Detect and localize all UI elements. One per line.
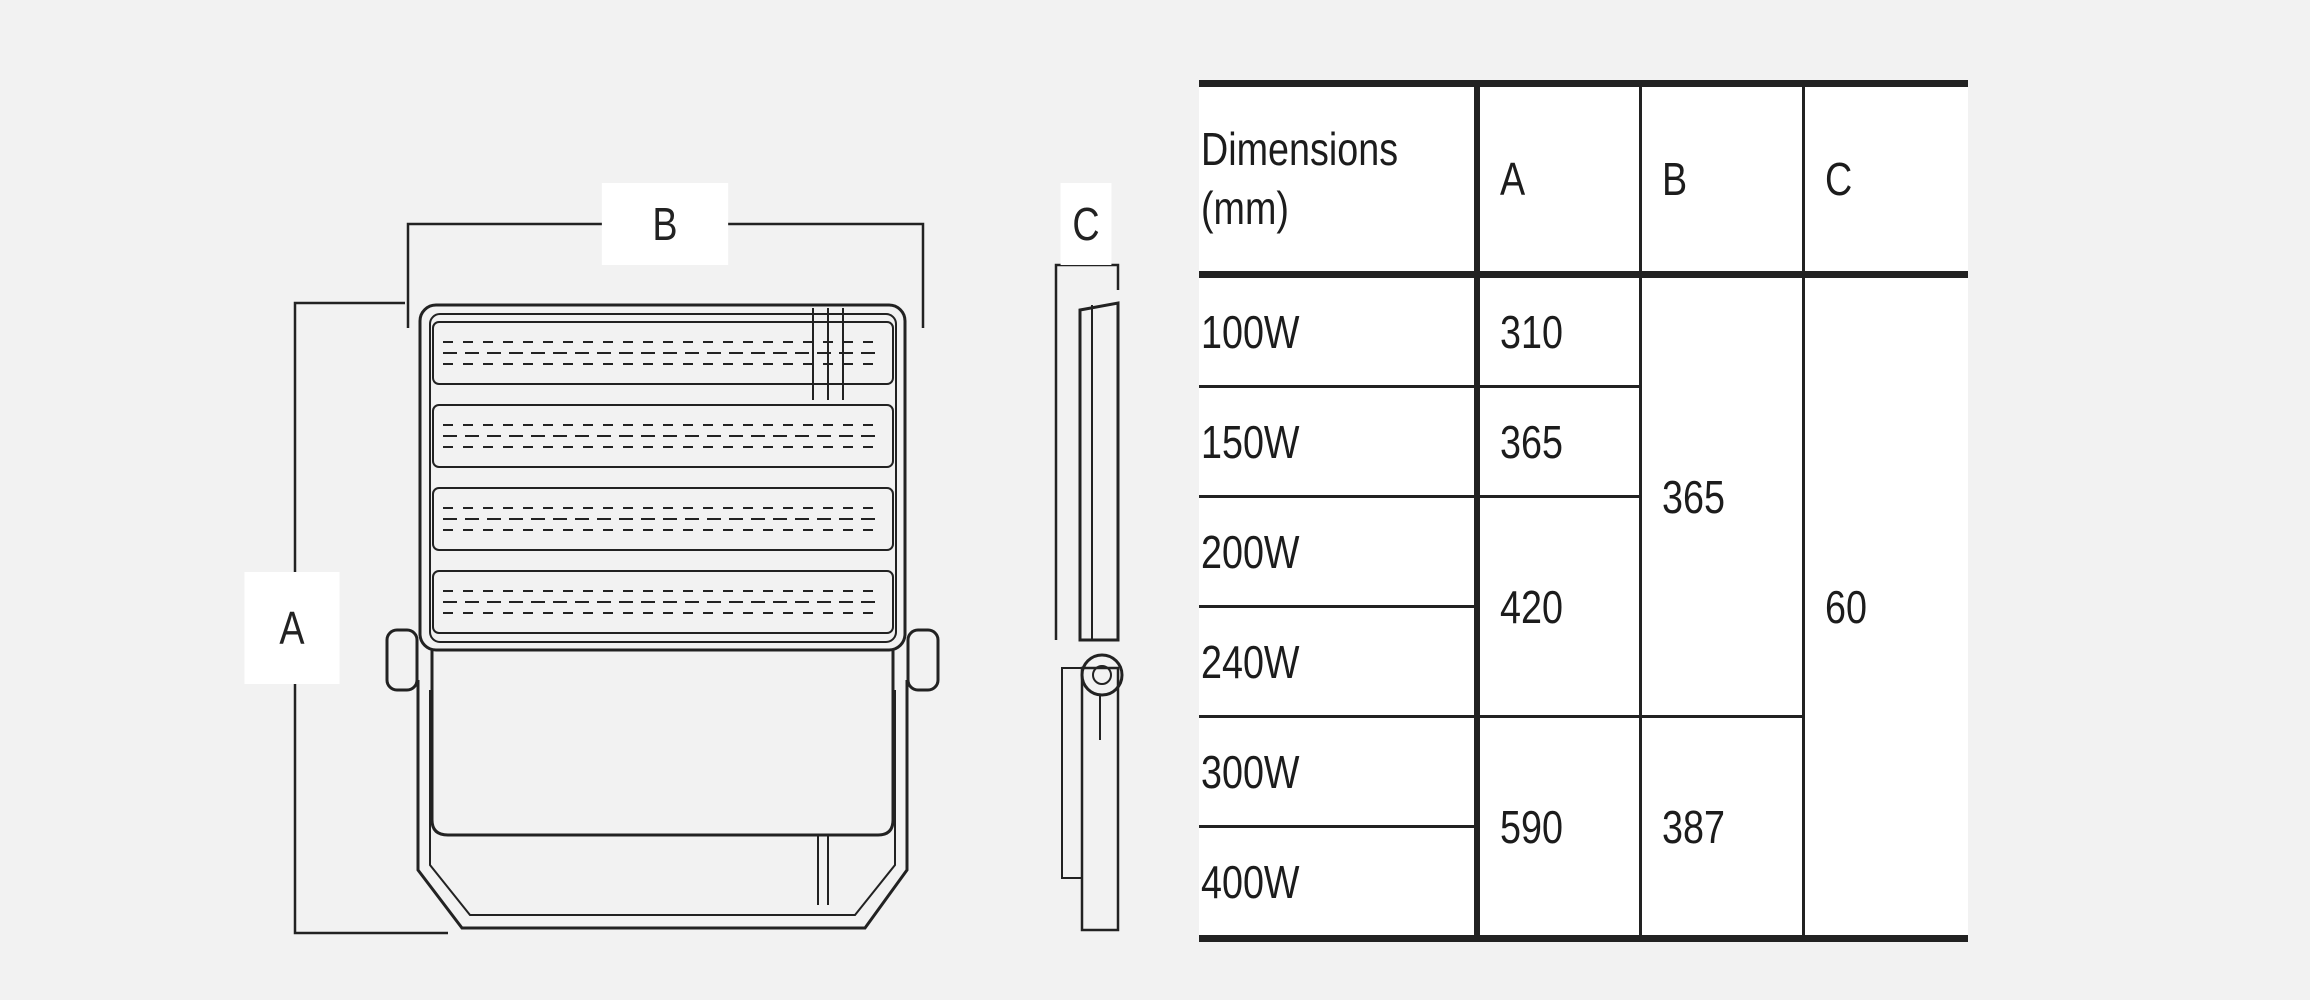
header-unit-label: (mm) — [1201, 182, 1289, 234]
header-c: C — [1801, 83, 1968, 278]
a-cell-merged: 590 — [1474, 715, 1640, 939]
dimension-label-c: C — [1060, 183, 1112, 265]
table-row: 100W 310 365 60 — [1199, 274, 1968, 939]
a-cell-merged: 420 — [1474, 495, 1640, 717]
dimension-line-c — [1054, 263, 1120, 640]
header-dimensions: Dimensions (mm) — [1199, 83, 1477, 278]
a-cell: 365 — [1474, 385, 1640, 497]
table-row: 400W — [1199, 825, 1968, 939]
model-cell: 100W — [1201, 305, 1300, 358]
floodlight-dimension-drawing — [293, 222, 1124, 935]
model-cell: 200W — [1199, 495, 1477, 607]
model-cell: 150W — [1199, 385, 1477, 497]
model-cell: 300W — [1199, 715, 1477, 827]
a-cell: 310 — [1474, 274, 1640, 387]
table-row: 300W 590 387 — [1199, 715, 1968, 939]
table-row: 240W — [1199, 605, 1968, 717]
model-cell: 240W — [1199, 605, 1477, 717]
header-b: B — [1638, 83, 1803, 278]
dimension-label-a: A — [244, 572, 340, 684]
model-cell: 400W — [1199, 825, 1477, 939]
side-view — [1061, 301, 1124, 932]
header-a: A — [1474, 83, 1640, 278]
header-dimensions-label: Dimensions — [1201, 123, 1399, 176]
c-cell-merged: 60 — [1801, 274, 1968, 939]
b-cell-merged: 387 — [1638, 715, 1803, 939]
dimensions-table: Dimensions (mm) A B C 100W 310 365 60 15… — [1199, 80, 1968, 942]
b-cell-merged: 365 — [1638, 274, 1803, 717]
dimension-label-b: B — [601, 183, 729, 265]
front-view — [385, 303, 940, 930]
table-header-row: Dimensions (mm) A B C — [1199, 83, 1968, 278]
led-modules — [432, 308, 894, 634]
table-row: 200W 420 — [1199, 495, 1968, 717]
table-row: 150W 365 — [1199, 385, 1968, 497]
